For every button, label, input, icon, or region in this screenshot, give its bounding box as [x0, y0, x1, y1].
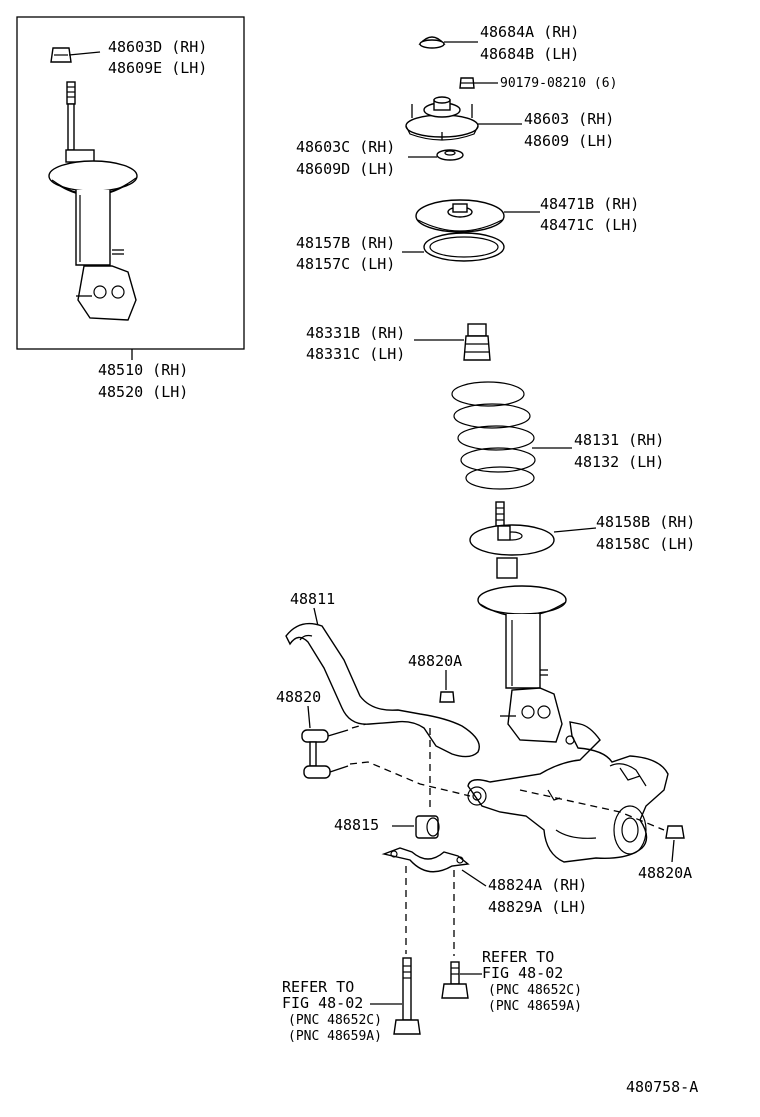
label-48132: 48132 (LH): [574, 453, 664, 471]
label-48158b: 48158B (RH): [596, 513, 695, 531]
reference-right-line4: (PNC 48659A): [488, 999, 582, 1014]
label-48603d: 48603D (RH): [108, 38, 207, 56]
label-48609d: 48609D (LH): [296, 160, 395, 178]
label-48824a: 48824A (RH): [488, 876, 587, 894]
reference-right-line1: REFER TO: [482, 948, 554, 966]
lower-spring-seat-drawing: [469, 501, 555, 556]
long-bolt-drawing: [393, 957, 421, 1035]
label-48510: 48510 (RH): [98, 361, 188, 379]
label-48603c: 48603C (RH): [296, 138, 395, 156]
bushing-bracket-drawing: [381, 847, 470, 873]
label-48157b: 48157B (RH): [296, 234, 395, 252]
stabilizer-bolt-drawing: [439, 691, 455, 703]
label-90179: 90179-08210 (6): [500, 76, 617, 91]
knuckle-lower-arm-drawing: [467, 721, 669, 863]
label-48811: 48811: [290, 590, 335, 608]
reference-right-line3: (PNC 48652C): [488, 983, 582, 998]
stabilizer-bar-drawing: [285, 622, 480, 758]
label-48131: 48131 (RH): [574, 431, 664, 449]
reference-right-line2: FIG 48-02: [482, 964, 563, 982]
bump-stop-drawing: [463, 323, 491, 361]
strut-assembly-inset: [16, 16, 245, 350]
dust-cap-drawing: [418, 36, 446, 49]
label-48520: 48520 (LH): [98, 383, 188, 401]
stabilizer-bushing-drawing: [415, 815, 440, 839]
label-48684a: 48684A (RH): [480, 23, 579, 41]
reference-left-line2: FIG 48-02: [282, 994, 363, 1012]
label-48609e: 48609E (LH): [108, 59, 207, 77]
label-48820a-top: 48820A: [408, 652, 462, 670]
upper-spring-seat-drawing: [415, 199, 505, 233]
reference-left-line3: (PNC 48652C): [288, 1013, 382, 1028]
reference-left-line1: REFER TO: [282, 978, 354, 996]
mount-washer-drawing: [436, 149, 464, 161]
label-48603: 48603 (RH): [524, 110, 614, 128]
strut-assembly-drawing: [48, 47, 138, 321]
spring-insulator-drawing: [423, 232, 505, 262]
strut-mount-drawing: [405, 96, 479, 141]
label-48158c: 48158C (LH): [596, 535, 695, 553]
reference-left-line4: (PNC 48659A): [288, 1029, 382, 1044]
diagram-id: 480758-A: [626, 1078, 698, 1096]
stabilizer-link-drawing: [301, 729, 349, 779]
short-bolt-drawing: [441, 961, 469, 999]
label-48471c: 48471C (LH): [540, 216, 639, 234]
label-48820: 48820: [276, 688, 321, 706]
label-48684b: 48684B (LH): [480, 45, 579, 63]
label-48815: 48815: [334, 816, 379, 834]
label-48829a: 48829A (LH): [488, 898, 587, 916]
label-48331c: 48331C (LH): [306, 345, 405, 363]
label-48471b: 48471B (RH): [540, 195, 639, 213]
label-48331b: 48331B (RH): [306, 324, 405, 342]
coil-spring-drawing: [451, 381, 536, 490]
strut-body-drawing: [477, 557, 567, 743]
label-48820a-right: 48820A: [638, 864, 692, 882]
mount-nut-drawing: [459, 77, 475, 89]
label-48157c: 48157C (LH): [296, 255, 395, 273]
knuckle-nut-drawing: [665, 825, 685, 839]
label-48609: 48609 (LH): [524, 132, 614, 150]
